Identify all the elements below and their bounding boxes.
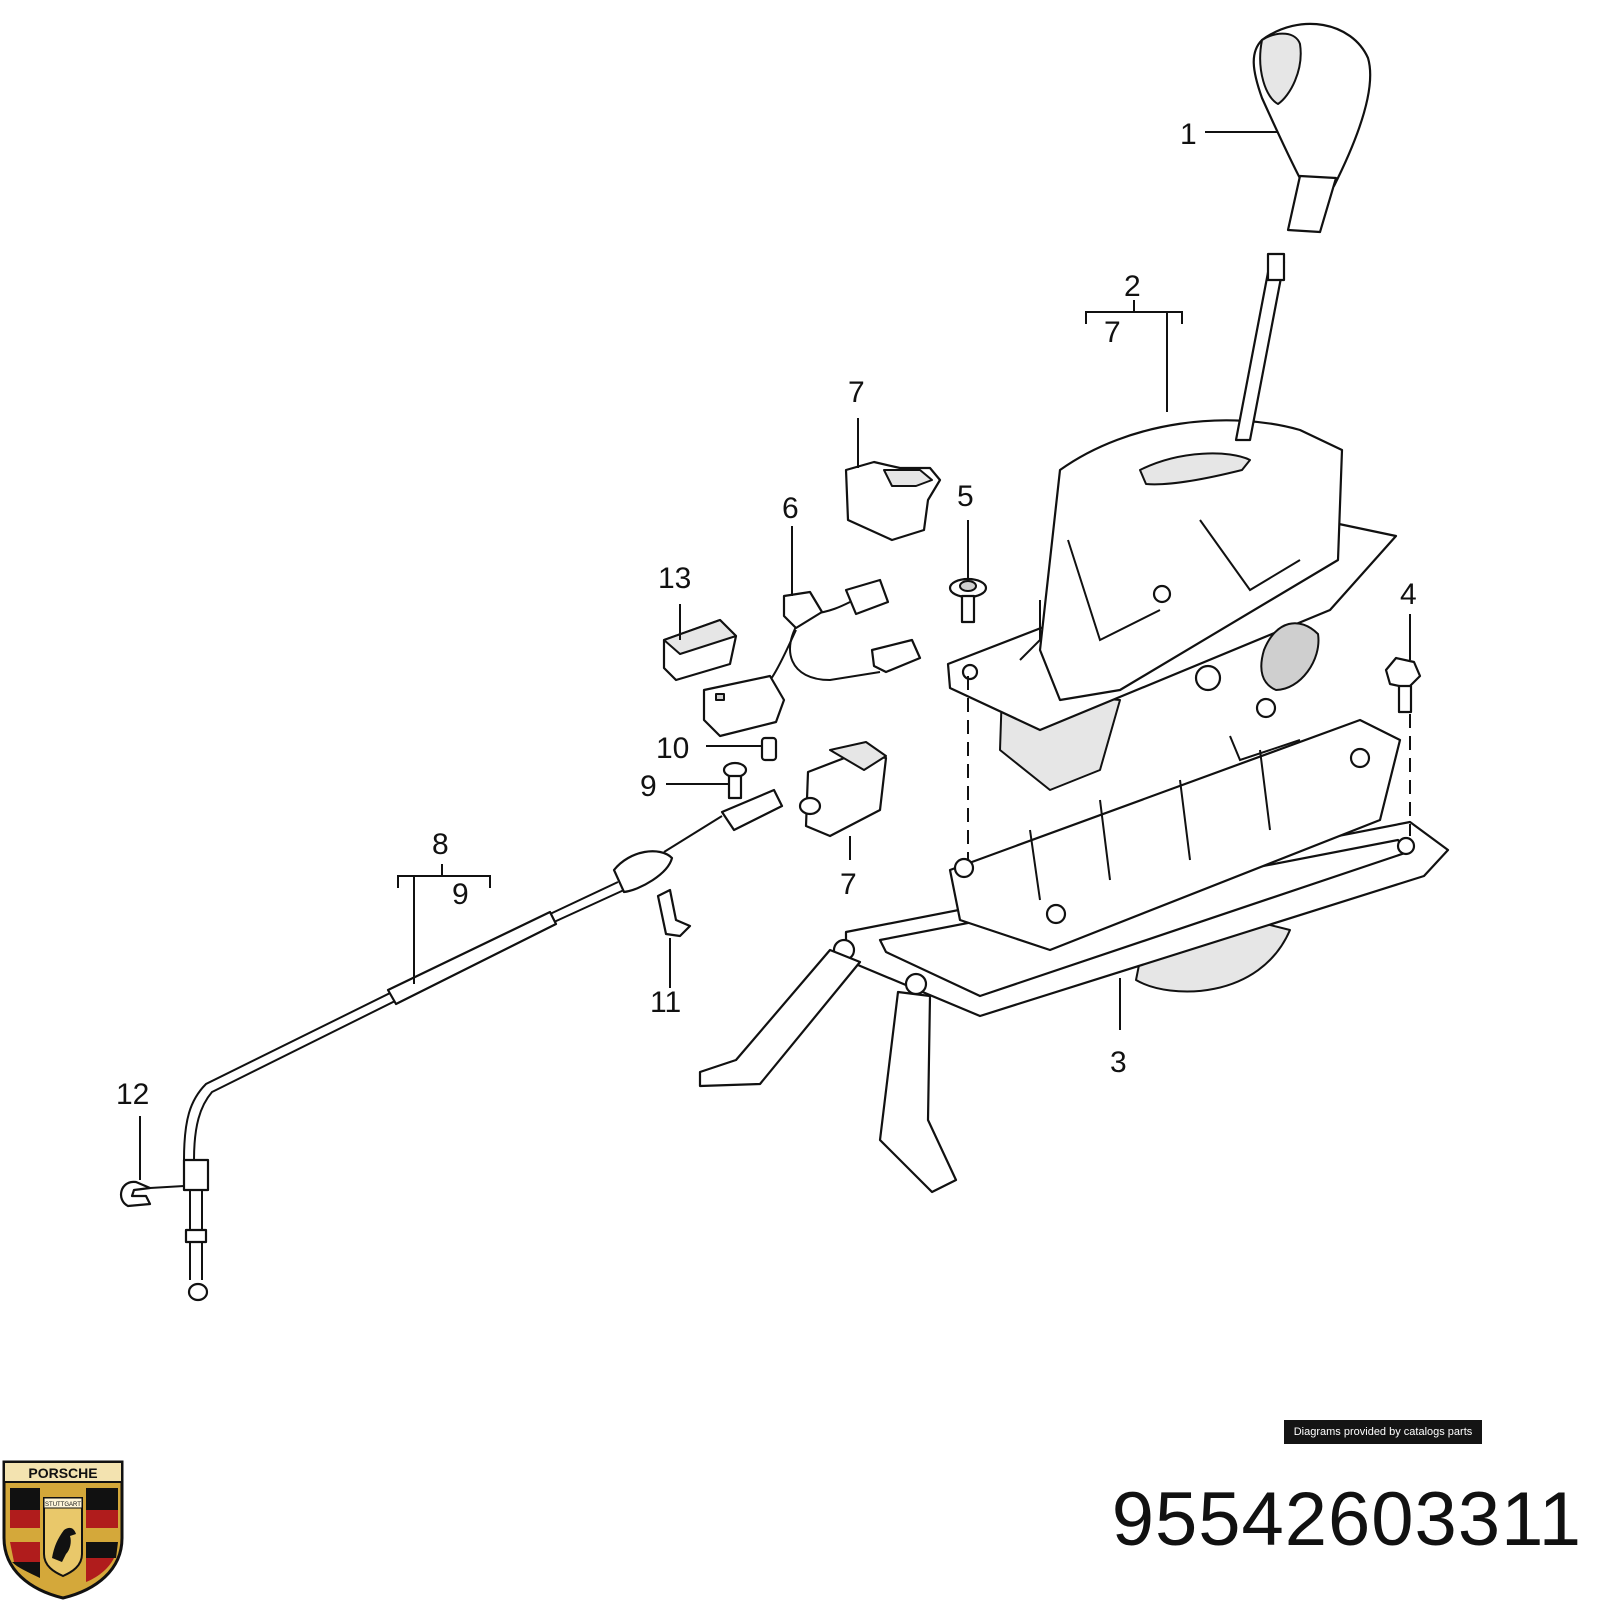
part-number: 95542603311 [1111,1477,1582,1562]
callout-8: 8 [432,828,449,861]
callout-13: 13 [658,562,691,595]
pin-part-10 [760,736,778,762]
callout-7-bottom: 7 [840,868,857,901]
callout-7-top: 7 [848,376,865,409]
callout-8-sub-9: 9 [452,878,469,911]
retaining-clip-part-12 [119,1180,185,1208]
diagram-credit-banner: Diagrams provided by catalogs parts [1284,1420,1482,1444]
cable-clamp-part-9 [720,761,784,832]
shift-mechanism [946,252,1398,791]
bolt-part-4 [1384,656,1422,714]
switch-part-7-bottom [798,741,888,838]
callout-3: 3 [1110,1046,1127,1079]
callout-2: 2 [1124,270,1141,303]
block-part-13 [662,618,738,682]
callout-4: 4 [1400,578,1417,611]
callout-2-sub-7: 7 [1104,316,1121,349]
callout-10: 10 [656,732,689,765]
callout-1: 1 [1180,118,1197,151]
base-bracket [698,697,1450,1194]
connector-part-7-top [844,460,942,542]
callout-11: 11 [650,986,681,1019]
callout-5: 5 [957,480,974,513]
leader-lines [139,131,1411,1180]
gear-knob [1252,22,1372,234]
callout-9: 9 [640,770,657,803]
callout-12: 12 [116,1078,149,1111]
screw-part-5 [948,577,988,624]
crest-brand-text: PORSCHE [28,1465,97,1481]
wiring-harness [702,578,922,738]
crest-city-text: STUTTGART [45,1502,81,1508]
callout-6: 6 [782,492,799,525]
clip-part-11 [656,888,692,938]
horse-icon [52,1527,76,1562]
selector-cable [182,815,723,1302]
porsche-crest-logo: PORSCHE STUTTGART [2,1460,124,1600]
